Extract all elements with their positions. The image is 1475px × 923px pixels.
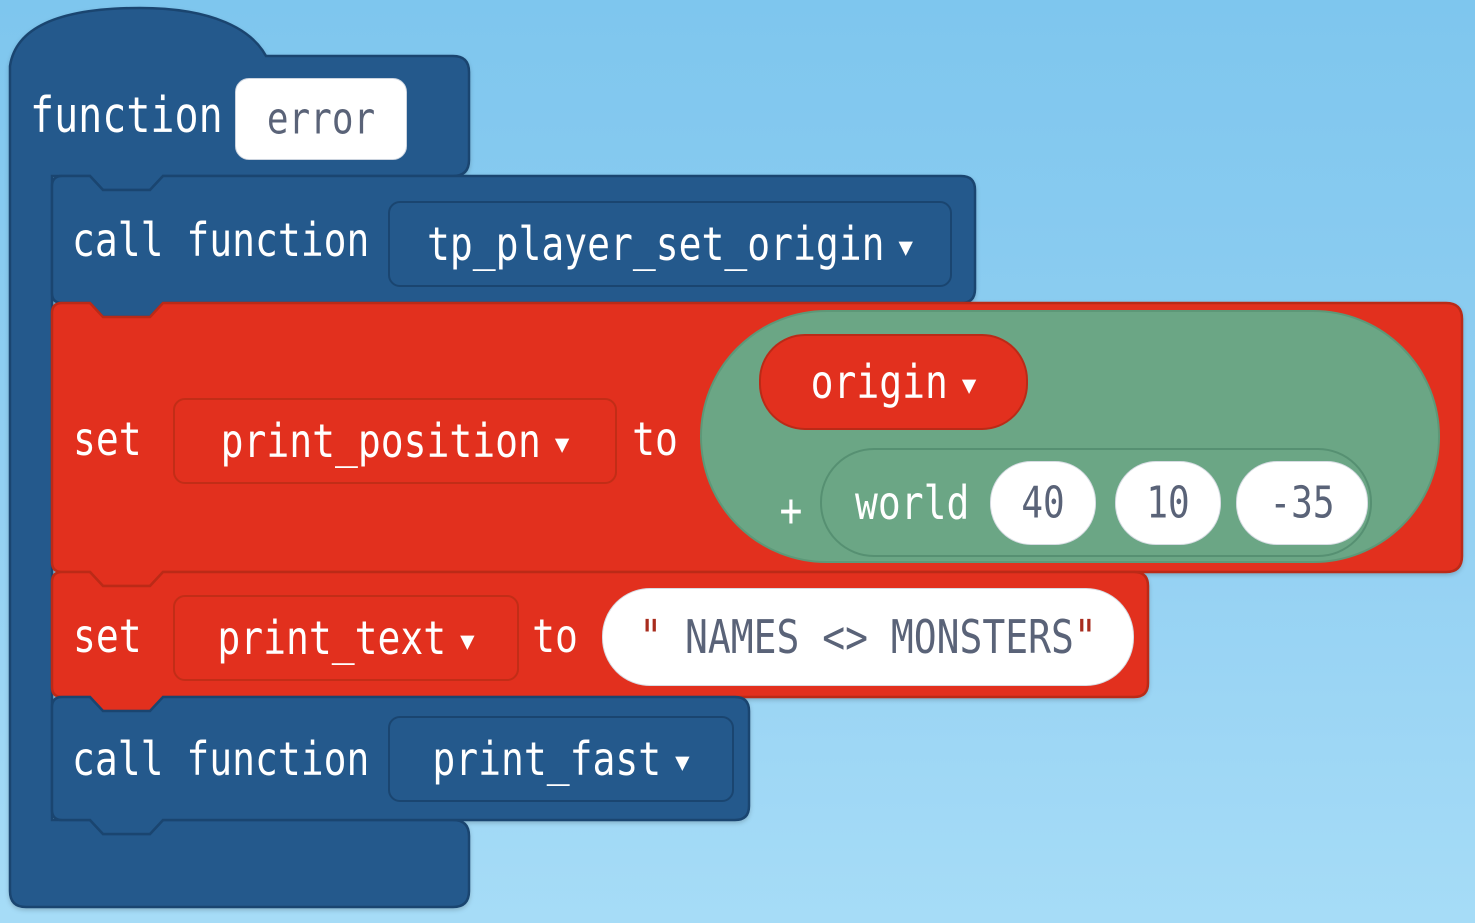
dropdown-arrow-icon: ▼	[961, 370, 977, 399]
call-function-label: call function	[72, 212, 370, 267]
position-add-block[interactable]: origin ▼ + world 40 10 -35	[700, 310, 1440, 563]
call-function-label: call function	[72, 731, 370, 786]
to-label: to	[532, 609, 578, 663]
dropdown-arrow-icon: ▼	[898, 232, 913, 261]
world-label: world	[855, 475, 970, 530]
function-name-field[interactable]: error	[235, 78, 407, 160]
function-dropdown-print-fast[interactable]: print_fast ▼	[388, 716, 734, 802]
function-dropdown-tp-player-set-origin[interactable]: tp_player_set_origin ▼	[388, 201, 952, 287]
dropdown-arrow-icon: ▼	[460, 626, 475, 655]
dropdown-arrow-icon: ▼	[554, 429, 570, 458]
variable-dropdown-print-position[interactable]: print_position ▼	[173, 398, 617, 484]
string-text: NAMES <> MONSTERS	[662, 610, 1074, 664]
origin-variable-dropdown[interactable]: origin ▼	[759, 334, 1028, 430]
function-keyword-label: function	[30, 87, 223, 145]
variable-dropdown-print-text[interactable]: print_text ▼	[173, 595, 519, 681]
string-value-field[interactable]: " NAMES <> MONSTERS"	[602, 588, 1134, 686]
call-function-print-fast-block[interactable]	[50, 695, 751, 836]
to-label: to	[632, 412, 678, 466]
close-quote: "	[1073, 610, 1097, 664]
set-keyword-label: set	[73, 609, 142, 663]
world-position-block[interactable]: world 40 10 -35	[820, 448, 1372, 557]
function-definition-block[interactable]	[8, 6, 471, 909]
coordinate-x-field[interactable]: 40	[990, 461, 1096, 545]
set-keyword-label: set	[73, 412, 142, 466]
coordinate-y-field[interactable]: 10	[1115, 461, 1221, 545]
dropdown-arrow-icon: ▼	[675, 747, 690, 776]
plus-operator-label: +	[779, 483, 803, 537]
open-quote: "	[639, 610, 663, 664]
coordinate-z-field[interactable]: -35	[1236, 461, 1368, 545]
